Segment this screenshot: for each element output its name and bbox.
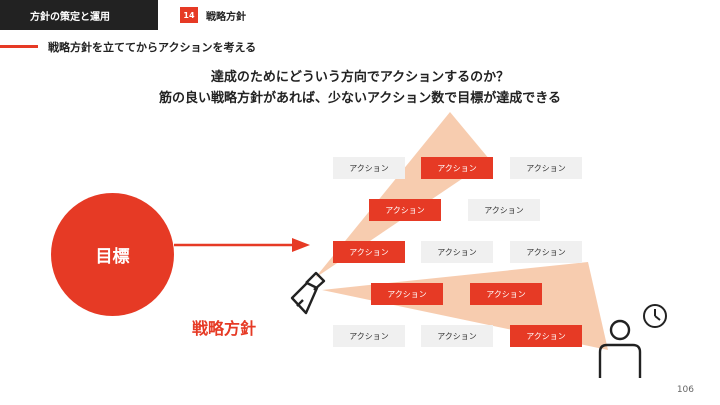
clock-icon [643,304,667,328]
chapter-tab: 方針の策定と運用 [0,0,158,30]
action-box-3: アクション [510,157,582,179]
action-box-1: アクション [333,157,405,179]
section-heading: 戦略方針を立ててからアクションを考える [48,41,257,54]
page-badge: 14 [180,7,198,23]
action-box-10: アクション [470,283,542,305]
beam-upper [315,112,490,278]
goal-label: 目標 [95,247,130,267]
page-title: 戦略方針 [206,11,246,23]
action-box-11: アクション [333,325,405,347]
action-box-13: アクション [510,325,582,347]
strategy-label: 戦略方針 [192,319,257,338]
action-box-4: アクション [369,199,441,221]
headline-line-1: 達成のためにどういう方向でアクションするのか？ [210,70,510,85]
page-number: 106 [676,385,694,395]
action-box-5: アクション [468,199,540,221]
action-box-12: アクション [421,325,493,347]
page-tab: 14 戦略方針 [158,0,720,30]
action-box-8: アクション [510,241,582,263]
action-box-7: アクション [421,241,493,263]
person-icon [598,319,642,378]
arrow-right-icon [174,238,310,252]
section-accent-bar [0,45,38,48]
flashlight-icon [290,271,326,315]
action-box-9: アクション [371,283,443,305]
headline-line-2: 筋の良い戦略方針があれば、少ないアクション数で目標が達成できる [158,91,562,106]
goal-circle: 目標 [51,193,174,316]
chapter-title: 方針の策定と運用 [30,11,110,23]
action-box-6: アクション [333,241,405,263]
action-box-2: アクション [421,157,493,179]
